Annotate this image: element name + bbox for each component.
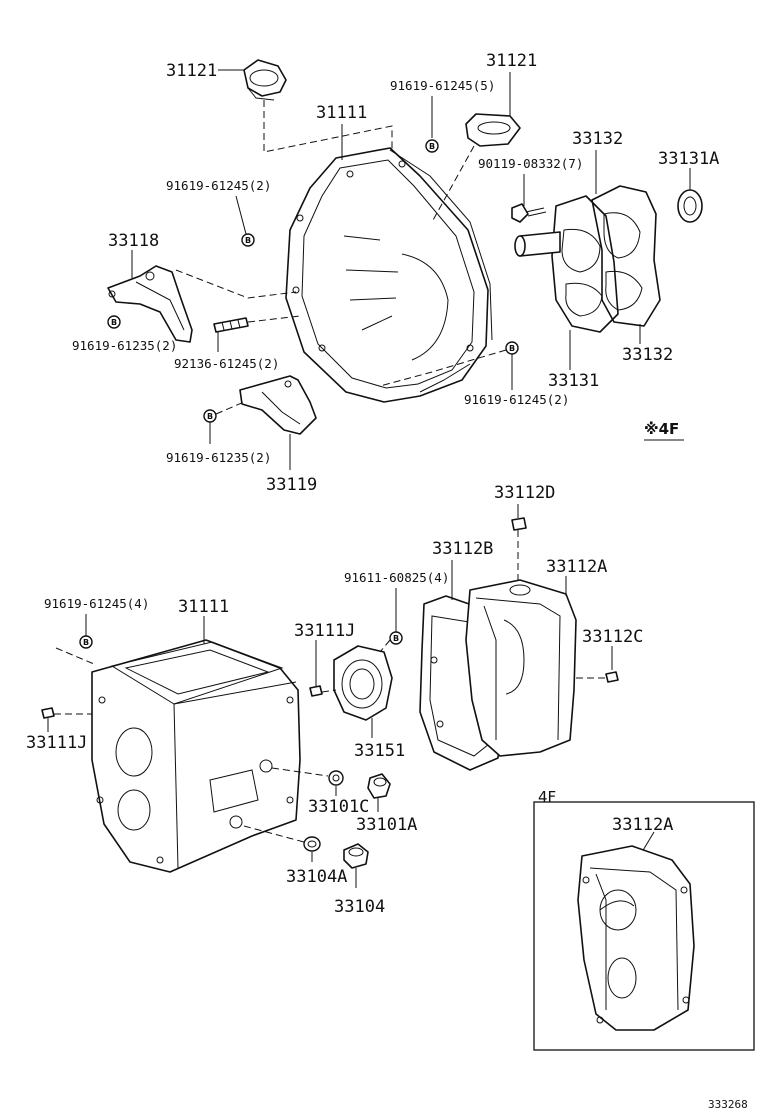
label-31111-bottom: 31111 xyxy=(178,597,229,617)
part-33112A-extension-case xyxy=(465,579,577,757)
svg-text:B: B xyxy=(245,236,251,245)
label-91619-61235-2a: 91619-61235(2) xyxy=(72,338,177,353)
bolt-mark-91619-61245-2b: B xyxy=(505,341,519,355)
label-91619-61245-2a: 91619-61245(2) xyxy=(166,178,271,193)
label-33131: 33131 xyxy=(548,371,599,391)
svg-text:B: B xyxy=(429,142,435,151)
svg-text:B: B xyxy=(207,412,213,421)
inset-4F-variant: 4F 33112A xyxy=(533,788,755,1051)
part-33112A-4F-case xyxy=(577,845,695,1031)
svg-text:B: B xyxy=(393,634,399,643)
part-33101A-plug xyxy=(367,773,391,799)
part-33104-plug xyxy=(343,843,369,869)
label-90119-08332-7: 90119-08332(7) xyxy=(478,156,583,171)
label-33112D: 33112D xyxy=(494,483,555,503)
variant-reference-4F: ※4F xyxy=(644,420,679,438)
label-33132-top: 33132 xyxy=(572,129,623,149)
part-33131A-seal xyxy=(677,189,703,223)
label-33101A: 33101A xyxy=(356,815,417,835)
label-91619-61245-5: 91619-61245(5) xyxy=(390,78,495,93)
part-33104A-gasket xyxy=(303,836,321,852)
label-31121-right: 31121 xyxy=(486,51,537,71)
label-33111J-left: 33111J xyxy=(26,733,87,753)
part-33112C-pin xyxy=(605,671,619,683)
label-33111J-mid: 33111J xyxy=(294,621,355,641)
svg-text:B: B xyxy=(111,318,117,327)
part-33151-retainer xyxy=(333,645,393,721)
svg-text:B: B xyxy=(83,638,89,647)
label-33119: 33119 xyxy=(266,475,317,495)
bolt-mark-91619-61235-2b: B xyxy=(203,409,217,423)
label-31121-left: 31121 xyxy=(166,61,217,81)
label-33118: 33118 xyxy=(108,231,159,251)
label-33112C: 33112C xyxy=(582,627,643,647)
label-33104A: 33104A xyxy=(286,867,347,887)
label-33131A: 33131A xyxy=(658,149,719,169)
part-31111-transmission-case xyxy=(91,639,301,873)
label-91619-61235-2b: 91619-61235(2) xyxy=(166,450,271,465)
bolt-mark-91619-61245-5: B xyxy=(425,139,439,153)
part-33111J-dowel-mid xyxy=(309,685,323,697)
label-31111-top: 31111 xyxy=(316,103,367,123)
inset-title: 4F xyxy=(538,788,556,806)
label-33132-bottom: 33132 xyxy=(622,345,673,365)
label-33112A: 33112A xyxy=(546,557,607,577)
label-91611-60825-4: 91611-60825(4) xyxy=(344,570,449,585)
bolt-mark-91619-61245-4: B xyxy=(79,635,93,649)
part-31121-right xyxy=(465,113,521,147)
label-33112B: 33112B xyxy=(432,539,493,559)
bolt-mark-91619-61235-2a: B xyxy=(107,315,121,329)
part-33101C-gasket xyxy=(328,770,344,786)
bolt-mark-91611-60825-4: B xyxy=(389,631,403,645)
inset-label-33112A: 33112A xyxy=(612,815,673,835)
bolt-mark-91619-61245-2a: B xyxy=(241,233,255,247)
part-33111J-dowel-left xyxy=(41,707,55,719)
part-31121-left xyxy=(243,59,287,101)
label-33101C: 33101C xyxy=(308,797,369,817)
part-31111-bell-housing xyxy=(285,147,493,403)
part-33112D-plug xyxy=(511,517,527,531)
label-92136-61245-2: 92136-61245(2) xyxy=(174,356,279,371)
part-33119-bracket xyxy=(239,375,317,435)
svg-text:B: B xyxy=(509,344,515,353)
label-91619-61245-4: 91619-61245(4) xyxy=(44,596,149,611)
diagram-code: 333268 xyxy=(708,1098,748,1111)
part-92136-61245-stud xyxy=(213,317,249,333)
part-90119-08332-bolt xyxy=(511,203,547,223)
part-33132-gasket xyxy=(591,185,661,327)
label-33104: 33104 xyxy=(334,897,385,917)
label-33151: 33151 xyxy=(354,741,405,761)
part-33118-bracket xyxy=(107,265,193,343)
label-91619-61245-2b: 91619-61245(2) xyxy=(464,392,569,407)
